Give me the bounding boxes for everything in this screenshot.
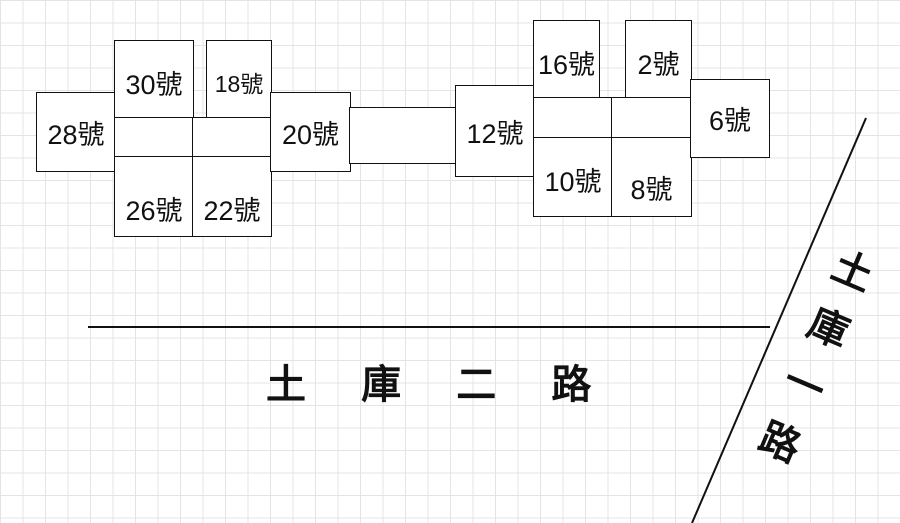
corridor-right-b — [611, 97, 692, 139]
unit-label: 26號 — [125, 196, 183, 226]
unit-22: 22號 — [192, 156, 272, 237]
unit-20: 20號 — [270, 92, 351, 172]
unit-18: 18號 — [206, 40, 272, 119]
unit-label: 2號 — [637, 50, 680, 80]
unit-label: 18號 — [214, 71, 264, 97]
unit-label: 6號 — [708, 106, 752, 136]
unit-10: 10號 — [533, 137, 613, 217]
road-name-tuku-2nd: 土 庫 二 路 — [266, 363, 614, 407]
unit-28: 28號 — [36, 92, 116, 172]
unit-label: 22號 — [203, 196, 261, 226]
unit-12: 12號 — [455, 85, 535, 177]
road-line-horizontal — [88, 326, 770, 328]
unit-6: 6號 — [690, 79, 770, 158]
unit-label: 30號 — [125, 70, 183, 100]
unit-label: 12號 — [466, 118, 524, 149]
unit-label: 10號 — [544, 167, 602, 197]
unit-label: 28號 — [47, 119, 105, 150]
corridor-left-a — [114, 117, 194, 158]
unit-26: 26號 — [114, 156, 194, 237]
unit-label: 20號 — [281, 119, 340, 150]
unit-label: 8號 — [630, 175, 673, 205]
unit-label: 16號 — [537, 50, 596, 80]
unit-8: 8號 — [611, 137, 692, 217]
unit-2: 2號 — [625, 20, 692, 99]
